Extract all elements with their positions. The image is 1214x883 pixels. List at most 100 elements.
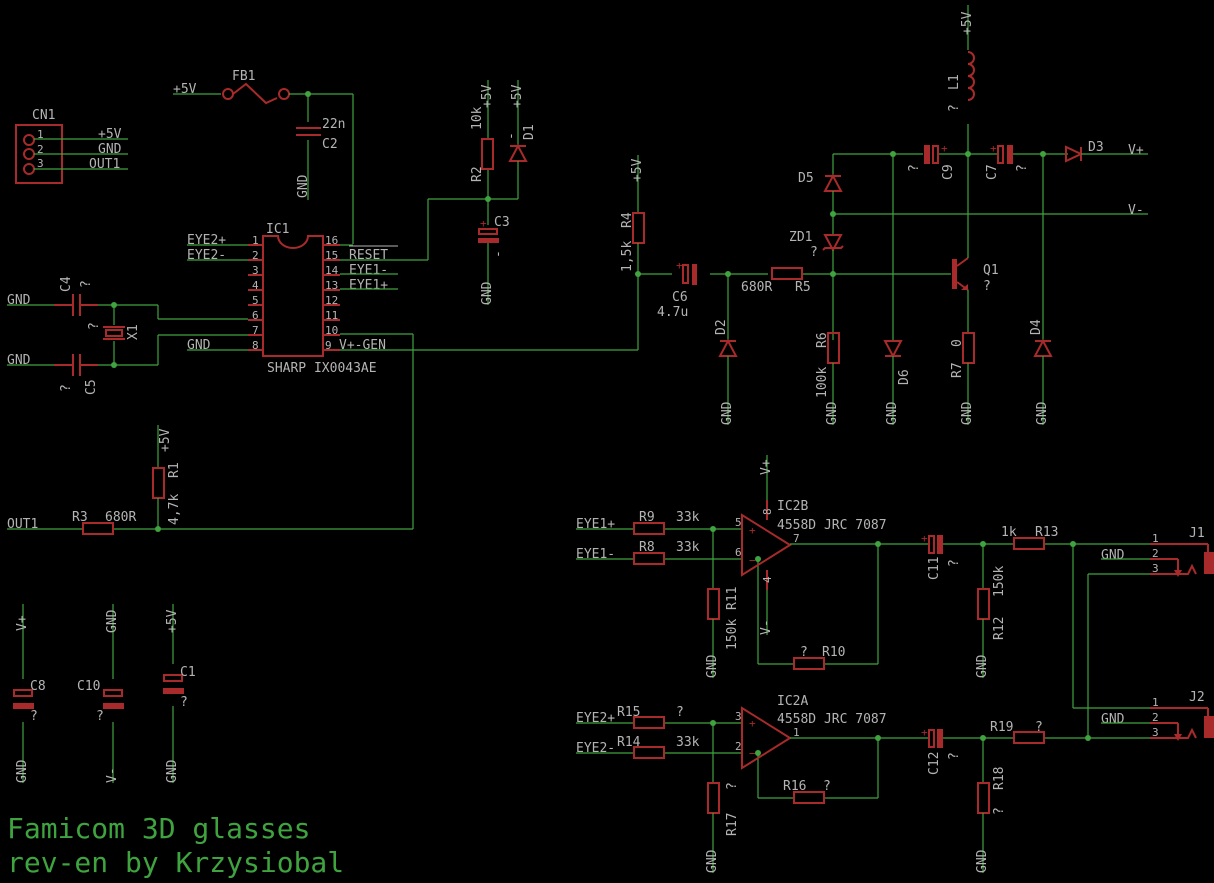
cn1-net-gnd: GND	[98, 142, 122, 157]
r17-value: ?	[725, 782, 740, 790]
d4-label: D4	[1029, 319, 1044, 335]
svg-text:+: +	[990, 142, 997, 155]
c5-value: ?	[59, 384, 74, 392]
cn1-net-out1: OUT1	[89, 157, 120, 172]
q1-value: ?	[983, 279, 991, 294]
c3-gnd: GND	[480, 281, 495, 305]
ic1-pin-16: 16	[325, 234, 338, 247]
title-line-1: Famicom 3D glasses	[7, 812, 310, 845]
r17-gnd: GND	[705, 849, 720, 873]
r4-label: R4	[620, 212, 635, 228]
c6-label: C6	[672, 290, 688, 305]
ic1-pin-14: 14	[325, 264, 339, 277]
c3-label: C3	[494, 215, 510, 230]
out1-network[interactable]: +5V R1 4,7k OUT1 R3 680R	[7, 334, 414, 535]
ic1-pin-8: 8	[252, 339, 259, 352]
capacitor-c2[interactable]: 22n C2 GND	[296, 94, 345, 200]
title-line-2: rev-en by Krzysiobal	[7, 846, 344, 879]
ic1-pin-12: 12	[325, 294, 338, 307]
cn1-pin-2: 2	[37, 143, 44, 156]
ic1-pin-6: 6	[252, 309, 259, 322]
d2-label: D2	[714, 319, 729, 335]
ic2b-pin-8: 8	[761, 508, 774, 515]
c2-label: C2	[322, 137, 338, 152]
c6-value: 4.7u	[657, 305, 688, 320]
ic2a-net-eye2m: EYE2-	[576, 741, 615, 756]
r7-gnd: GND	[960, 401, 975, 425]
ic2a-net-eye2p: EYE2+	[576, 711, 615, 726]
c4-value: ?	[79, 280, 94, 288]
j2-pin-3: 3	[1152, 726, 1159, 739]
c12-value: ?	[947, 752, 962, 760]
crystal-network[interactable]: GND C4 ? GND C5 ? X1 ?	[7, 276, 248, 395]
c1-gnd: GND	[165, 759, 180, 783]
ic1-pin-11: 11	[325, 309, 338, 322]
r18-label: R18	[992, 767, 1007, 790]
reset-network[interactable]: +5V 10k R2 +5V D1 - + C3 - GND	[427, 80, 537, 305]
d2-gnd: GND	[720, 401, 735, 425]
decoupling-caps[interactable]: V+ C8 ? GND GND C10 ? V- +5V C1 ? GND	[13, 604, 196, 783]
c4-label: C4	[59, 276, 74, 292]
r15-value: ?	[676, 705, 684, 720]
d3-label: D3	[1088, 140, 1104, 155]
opamp-ic2a-channel[interactable]: EYE2+ EYE2- R15 ? R14 33k R17 ? GND R16 …	[576, 694, 1150, 873]
cn1-pin-3: 3	[37, 157, 44, 170]
c9-label: C9	[941, 164, 956, 180]
r15-label: R15	[617, 705, 640, 720]
r5-label: R5	[795, 280, 811, 295]
ferrite-fb1[interactable]: +5V FB1	[173, 69, 354, 244]
c2-gnd: GND	[296, 174, 311, 198]
r2-5v: +5V	[480, 84, 495, 108]
d4-gnd: GND	[1035, 401, 1050, 425]
ic1-pin-13: 13	[325, 279, 338, 292]
svg-text:+: +	[676, 259, 683, 272]
ic2b-part: 4558D JRC 7087	[777, 518, 887, 533]
ic1-net-vgen: V+-GEN	[339, 338, 386, 353]
r4-5v: +5V	[630, 158, 645, 182]
ic1-label: IC1	[266, 222, 289, 237]
x1-value: ?	[87, 322, 102, 330]
r19-label: R19	[990, 720, 1013, 735]
svg-text:+: +	[941, 142, 948, 155]
ic1-net-eye2m: EYE2-	[187, 248, 226, 263]
vgen-input-network[interactable]: +5V R4 1,5k + C6 4.7u 680R R5 D2 GND	[620, 155, 833, 425]
boost-converter[interactable]: +5V L1 ? + C9 ? + C7 ? D3 V+ V- Q1 ?	[893, 5, 1148, 425]
boost-bias-network[interactable]: D5 ZD1 ? R6 100k GND D6 GND	[789, 151, 1148, 425]
svg-text:+: +	[749, 717, 756, 730]
cn1-net-5v: +5V	[98, 127, 122, 142]
c2-value: 22n	[322, 117, 345, 132]
ic1-net-reset: RESET	[349, 248, 388, 263]
c1-5v: +5V	[165, 609, 180, 633]
cn1-label: CN1	[32, 108, 55, 123]
r12-value: 150k	[992, 566, 1007, 597]
r7-value: 0	[950, 339, 965, 347]
c10-label: C10	[77, 679, 100, 694]
ic1-net-eye1p: EYE1+	[349, 278, 388, 293]
r13-label: R13	[1035, 525, 1058, 540]
d1-label: D1	[522, 124, 537, 140]
net-label-vplus: V+	[1128, 143, 1144, 158]
r8-value: 33k	[676, 540, 700, 555]
l1-value: ?	[947, 104, 962, 112]
ic1-pin-1: 1	[252, 234, 259, 247]
ic2a-part: 4558D JRC 7087	[777, 712, 887, 727]
ic2a-label: IC2A	[777, 694, 808, 709]
d5-label: D5	[798, 171, 814, 186]
ic2b-pin-6: 6	[735, 546, 742, 559]
r1-value: 4,7k	[167, 494, 182, 525]
connector-cn1[interactable]: CN1 1 2 3 +5V GND OUT1	[15, 108, 128, 184]
x1-label: X1	[126, 324, 141, 340]
svg-text:+: +	[480, 217, 487, 230]
r7-label: R7	[950, 362, 965, 378]
jack-j2[interactable]: GND 1 2 3 J2	[1101, 690, 1214, 741]
opamp-ic2b-channel[interactable]: EYE1+ EYE1- R9 33k R8 33k R11 150k GND ?…	[576, 455, 1150, 678]
c9-value: ?	[907, 164, 922, 172]
j2-gnd: GND	[1101, 712, 1125, 727]
c10-gnd: GND	[105, 609, 120, 633]
c8-vplus: V+	[15, 615, 30, 631]
d1-value: -	[504, 132, 519, 140]
net-label-5v: +5V	[173, 82, 197, 97]
jack-j1[interactable]: GND 1 2 3 J1	[1072, 526, 1214, 738]
